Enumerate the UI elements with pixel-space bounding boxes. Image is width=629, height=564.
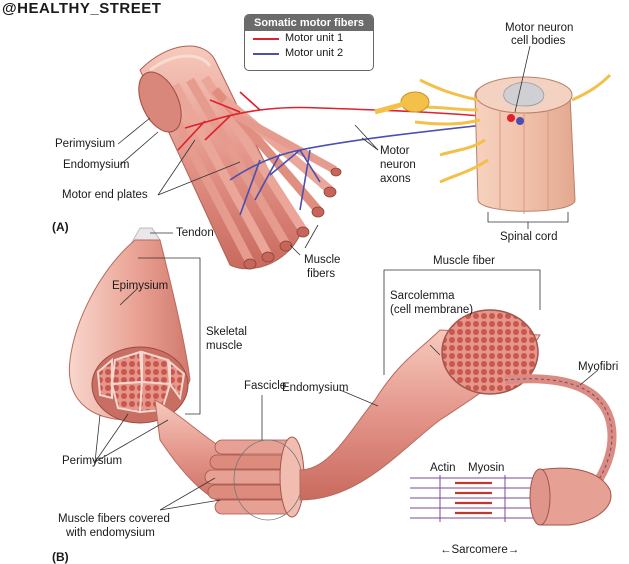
label-muscle-fiber: Muscle fiber [433,255,495,268]
label-fibers-covered-1: Muscle fibers covered [58,513,170,526]
label-tendon: Tendon [176,227,214,240]
skeletal-muscle-b [69,228,612,525]
label-skeletal-muscle-1: Skeletal [206,326,247,339]
spinal-cord-section [375,75,610,214]
label-actin: Actin [430,462,456,475]
legend-title: Somatic motor fibers [245,15,373,31]
label-cell-bodies-1: Motor neuron [505,22,573,35]
legend-label-1: Motor unit 1 [285,31,343,46]
label-skeletal-muscle-2: muscle [206,340,242,353]
label-fascicle: Fascicle [244,380,286,393]
label-motor-neuron-axons-2: neuron [380,159,416,172]
label-motor-neuron-axons-1: Motor [380,145,409,158]
legend-item-motor-unit-1: Motor unit 1 [245,31,373,46]
label-perimysium-b: Perimysium [62,455,122,468]
label-perimysium-a: Perimysium [55,138,115,151]
label-fibers-covered-2: with endomysium [66,527,155,540]
legend-label-2: Motor unit 2 [285,46,343,61]
legend-swatch-red [253,38,279,40]
label-muscle-fibers-2: fibers [307,268,335,281]
label-sarcolemma-1: Sarcolemma [390,290,455,303]
label-endomysium-b: Endomysium [282,382,348,395]
label-motor-neuron-axons-3: axons [380,173,411,186]
label-spinal-cord: Spinal cord [500,231,558,244]
label-cell-bodies-2: cell bodies [511,35,565,48]
label-epimysium: Epimysium [112,280,168,293]
legend-swatch-blue [253,53,279,55]
label-sarcomere: ←Sarcomere→ [440,544,519,557]
panel-b-tag: (B) [52,550,69,564]
label-myosin: Myosin [468,462,504,475]
label-endomysium-a: Endomysium [63,159,129,172]
panel-a-tag: (A) [52,220,69,234]
legend-item-motor-unit-2: Motor unit 2 [245,46,373,61]
label-muscle-fibers-1: Muscle [304,254,340,267]
label-myofibril: Myofibri [578,361,618,374]
label-motor-end-plates: Motor end plates [62,189,148,202]
label-sarcolemma-2: (cell membrane) [390,304,473,317]
watermark: @HEALTHY_STREET [2,0,161,17]
legend: Somatic motor fibers Motor unit 1 Motor … [244,14,374,71]
